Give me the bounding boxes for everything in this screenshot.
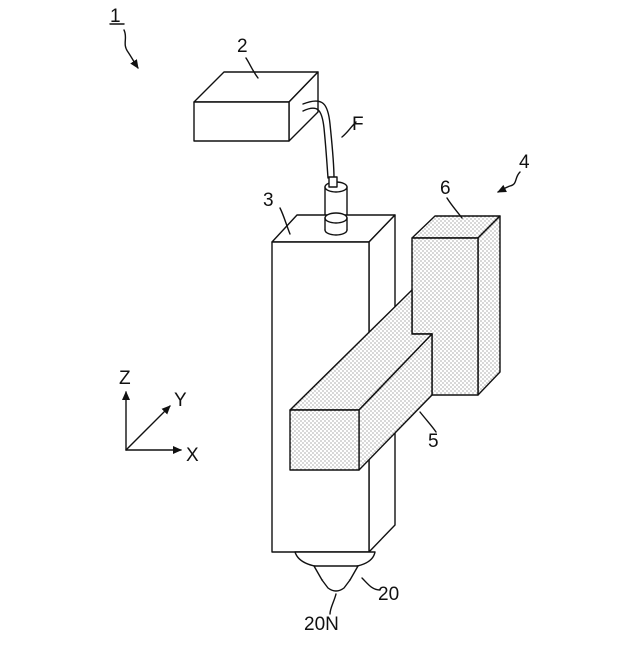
label-vertical-block: 6 (440, 178, 451, 199)
coordinate-axes (126, 392, 181, 450)
label-system: 1 (110, 6, 121, 27)
axis-label-x: X (186, 445, 199, 466)
label-stage-assembly: 4 (519, 152, 530, 173)
nozzle (295, 552, 375, 591)
light-source-box (194, 72, 318, 141)
axis-label-y: Y (174, 390, 187, 411)
label-nozzle-tip: 20N (304, 614, 339, 635)
label-arm: 5 (428, 431, 439, 452)
label-head: 3 (263, 190, 274, 211)
axis-label-z: Z (119, 368, 131, 389)
label-nozzle: 20 (378, 584, 399, 605)
label-light-source: 2 (237, 36, 248, 57)
label-fiber: F (352, 114, 364, 135)
